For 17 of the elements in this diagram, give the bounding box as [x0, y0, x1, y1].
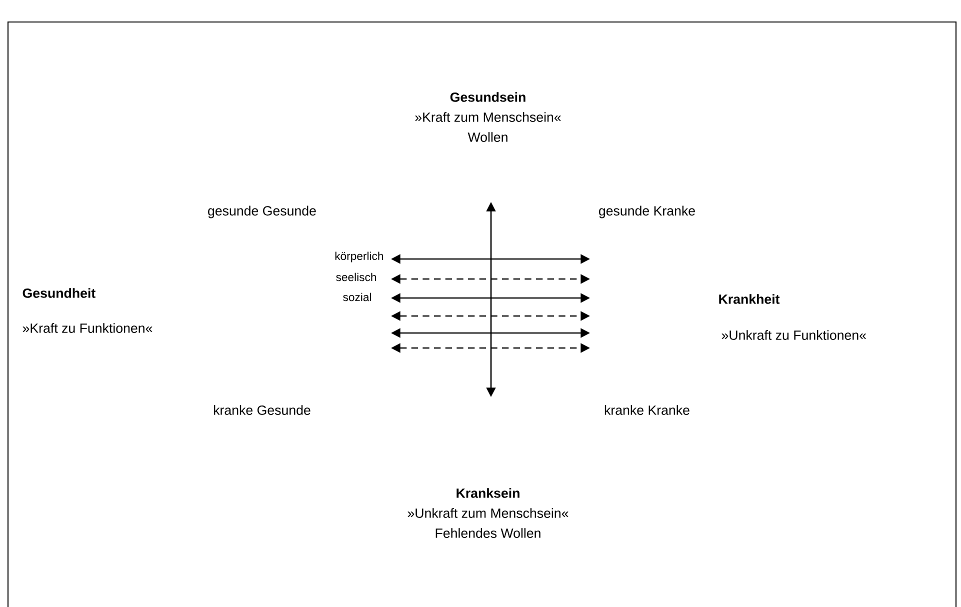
label: sozial — [343, 292, 371, 302]
label: gesunde Gesunde — [208, 206, 316, 218]
label: körperlich — [335, 252, 383, 262]
subtitle: »Unkraft zu Funktionen« — [722, 330, 866, 340]
heading: Gesundsein — [450, 92, 526, 102]
subtitle: »Unkraft zum Menschsein« — [408, 508, 568, 518]
label: Fehlendes Wollen — [436, 528, 540, 538]
heading: Krankheit — [719, 294, 780, 304]
heading: Kranksein — [456, 488, 520, 498]
subtitle: »Kraft zu Funktionen« — [22, 323, 152, 333]
label: kranke Kranke — [604, 405, 690, 415]
label: seelisch — [336, 272, 376, 282]
label: Wollen — [468, 132, 508, 142]
heading: Gesundheit — [22, 288, 96, 298]
label: gesunde Kranke — [599, 206, 695, 218]
label: kranke Gesunde — [214, 405, 310, 415]
subtitle: »Kraft zum Menschsein« — [415, 112, 561, 122]
